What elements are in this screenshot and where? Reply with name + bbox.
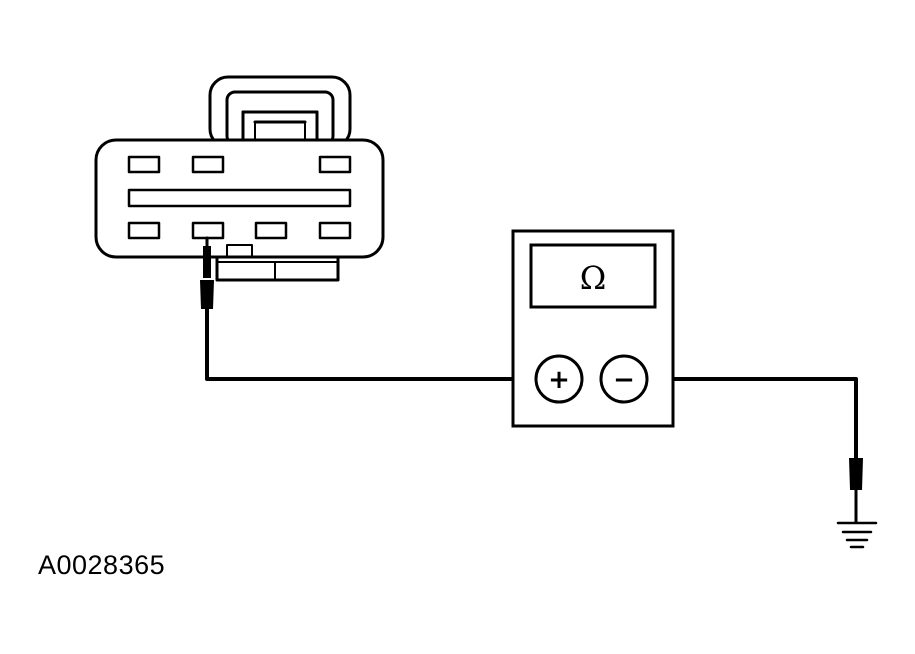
- pin-cavity: [254, 221, 288, 240]
- ohm-symbol: Ω: [580, 259, 607, 297]
- ground-probe-handle: [849, 458, 863, 490]
- negative-test-lead: [641, 377, 858, 460]
- connector-bottom-latch: [215, 255, 340, 282]
- pin-cavity: [127, 221, 161, 240]
- positive-test-lead: [205, 312, 536, 381]
- ground-icon: [836, 521, 878, 549]
- probe-tip-pin: [203, 246, 211, 278]
- connector-slot: [127, 188, 352, 208]
- positive-terminal-label: +: [548, 365, 570, 395]
- positive-terminal: [534, 354, 584, 404]
- ohmmeter: Ω + −: [511, 229, 675, 428]
- meter-display: [529, 243, 657, 309]
- probe-handle: [200, 280, 214, 309]
- ground-probe: [849, 458, 863, 524]
- figure-id: A0028365: [38, 550, 166, 580]
- connector-key: [226, 244, 253, 258]
- pin-cavity: [318, 155, 352, 174]
- negative-terminal-label: −: [613, 365, 635, 395]
- negative-terminal: [599, 354, 649, 404]
- pin-cavity: [191, 155, 225, 174]
- connector: [94, 75, 385, 282]
- pin-cavity: [318, 221, 352, 240]
- pin-cavity: [127, 155, 161, 174]
